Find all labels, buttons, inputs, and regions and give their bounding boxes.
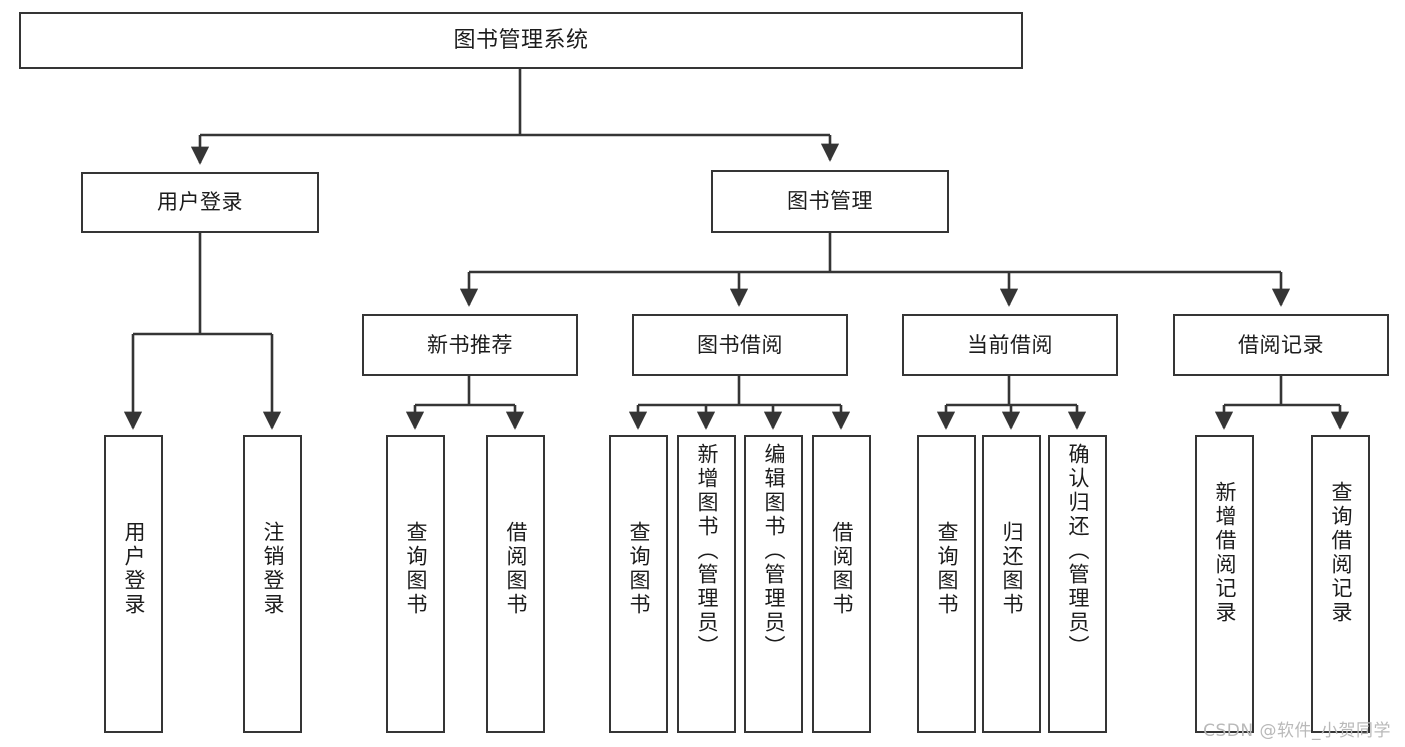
node-label: 用户登录: [157, 190, 243, 215]
leaf-query-book-recommend[interactable]: 查询图书: [386, 435, 445, 733]
node-label: 图书借阅: [697, 332, 783, 357]
node-label: 查询图书: [935, 521, 959, 617]
node-label: 查询图书: [404, 521, 428, 617]
leaf-logout-login[interactable]: 注销登录: [243, 435, 302, 733]
node-book-borrow[interactable]: 图书借阅: [632, 314, 848, 376]
leaf-query-borrow-record[interactable]: 查询借阅记录: [1311, 435, 1370, 733]
node-label: 图书管理系统: [453, 27, 589, 53]
node-label: 确认归还（管理员）: [1066, 443, 1090, 659]
node-label: 归还图书: [1000, 521, 1024, 617]
node-label: 新增借阅记录: [1213, 481, 1237, 625]
leaf-add-borrow-record[interactable]: 新增借阅记录: [1195, 435, 1254, 733]
node-label: 借阅图书: [504, 521, 528, 617]
node-label: 用户登录: [122, 521, 146, 617]
leaf-borrow-book-borrow[interactable]: 借阅图书: [812, 435, 871, 733]
node-user-login[interactable]: 用户登录: [81, 172, 319, 233]
node-label: 新书推荐: [427, 332, 513, 357]
node-current-borrow[interactable]: 当前借阅: [902, 314, 1118, 376]
node-label: 借阅记录: [1238, 332, 1324, 357]
leaf-query-book-borrow[interactable]: 查询图书: [609, 435, 668, 733]
node-root-book-management-system[interactable]: 图书管理系统: [19, 12, 1023, 69]
leaf-return-book[interactable]: 归还图书: [982, 435, 1041, 733]
leaf-borrow-book-recommend[interactable]: 借阅图书: [486, 435, 545, 733]
node-new-book-recommend[interactable]: 新书推荐: [362, 314, 578, 376]
node-label: 编辑图书（管理员）: [762, 443, 786, 659]
node-book-management[interactable]: 图书管理: [711, 170, 949, 233]
leaf-edit-book-admin[interactable]: 编辑图书（管理员）: [744, 435, 803, 733]
node-label: 查询借阅记录: [1329, 481, 1353, 625]
leaf-confirm-return-admin[interactable]: 确认归还（管理员）: [1048, 435, 1107, 733]
leaf-add-book-admin[interactable]: 新增图书（管理员）: [677, 435, 736, 733]
node-label: 注销登录: [261, 521, 285, 617]
node-label: 图书管理: [787, 189, 873, 214]
node-label: 当前借阅: [967, 332, 1053, 357]
node-label: 新增图书（管理员）: [695, 443, 719, 659]
watermark-text: CSDN @软件_小贺同学: [1203, 721, 1391, 741]
node-label: 借阅图书: [830, 521, 854, 617]
leaf-query-book-current[interactable]: 查询图书: [917, 435, 976, 733]
leaf-user-login[interactable]: 用户登录: [104, 435, 163, 733]
node-label: 查询图书: [627, 521, 651, 617]
node-borrow-record[interactable]: 借阅记录: [1173, 314, 1389, 376]
